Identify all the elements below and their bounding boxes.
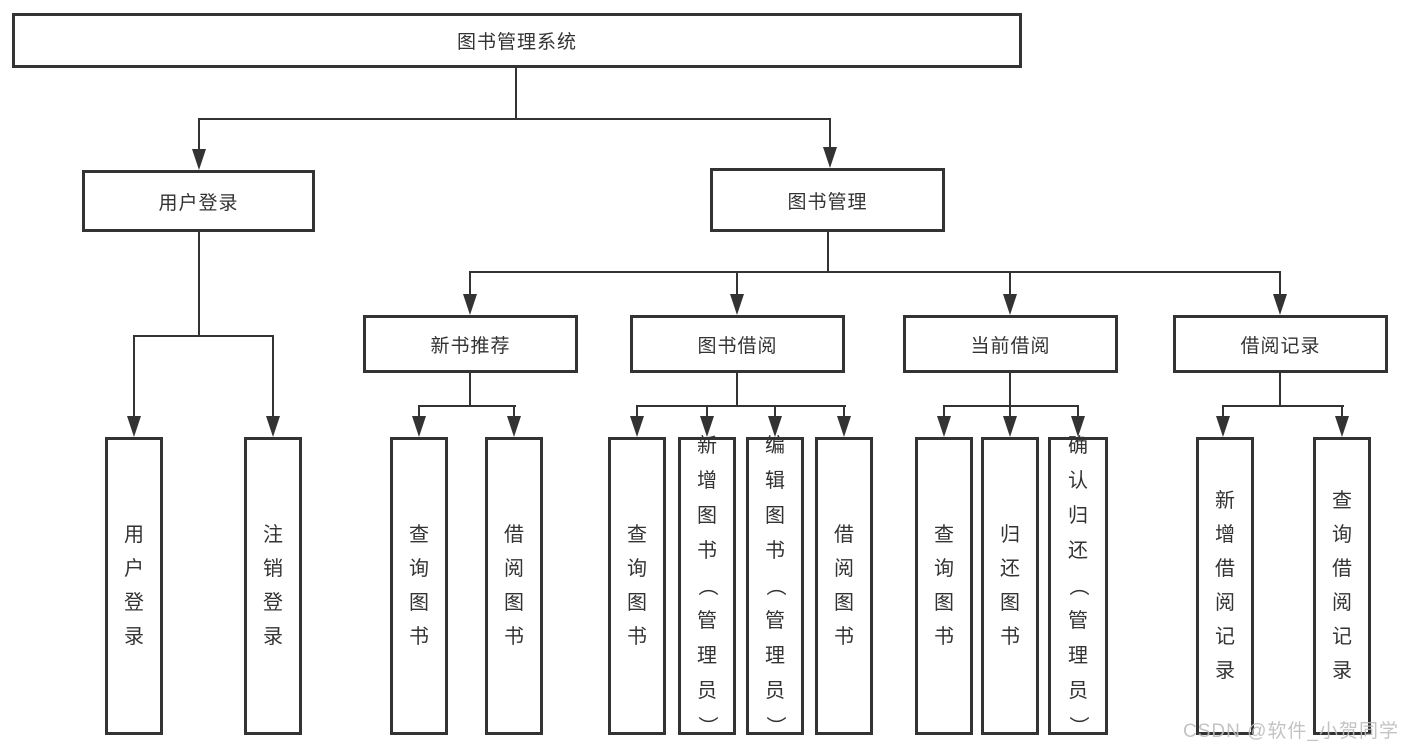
leaf-add-borrow-record: 新增借阅记录	[1196, 437, 1254, 735]
connector-line	[418, 405, 516, 407]
csdn-watermark: CSDN @软件_小贺同学	[1183, 721, 1399, 742]
node-root: 图书管理系统	[12, 13, 1022, 68]
connector-line	[636, 405, 638, 417]
node-root-label: 图书管理系统	[456, 32, 577, 53]
leaf-logout-label: 注销登录	[263, 524, 283, 648]
arrow-head	[266, 416, 280, 437]
connector-line	[198, 118, 200, 150]
leaf-return-book-label: 归还图书	[1000, 524, 1020, 648]
node-new-book-recommend: 新书推荐	[363, 315, 578, 373]
arrow-head	[1335, 416, 1349, 437]
leaf-query-book-2-label: 查询图书	[627, 524, 647, 648]
leaf-borrow-book-2-label: 借阅图书	[834, 524, 854, 648]
connector-line	[515, 68, 517, 119]
leaf-add-book-admin-label: 新增图书（管理员）	[696, 435, 718, 736]
node-book-borrow: 图书借阅	[630, 315, 845, 373]
arrow-head	[630, 416, 644, 437]
arrow-head	[192, 149, 206, 170]
connector-line	[469, 373, 471, 406]
leaf-query-book-2: 查询图书	[608, 437, 666, 735]
connector-line	[827, 232, 829, 272]
leaf-confirm-return-admin-label: 确认归还（管理员）	[1067, 435, 1089, 736]
leaf-borrow-book-1: 借阅图书	[485, 437, 543, 735]
node-book-management: 图书管理	[710, 168, 945, 232]
arrow-head	[1071, 416, 1085, 437]
connector-line	[843, 405, 845, 417]
connector-line	[1077, 405, 1079, 417]
connector-line	[1009, 373, 1011, 406]
node-book-management-label: 图书管理	[787, 191, 868, 213]
leaf-query-borrow-record-label: 查询借阅记录	[1332, 490, 1352, 682]
arrow-head	[127, 416, 141, 437]
node-new-book-recommend-label: 新书推荐	[430, 335, 511, 357]
node-user-login: 用户登录	[82, 170, 315, 232]
leaf-user-login: 用户登录	[105, 437, 163, 735]
connector-line	[513, 405, 515, 417]
node-current-borrow: 当前借阅	[903, 315, 1118, 373]
leaf-query-borrow-record: 查询借阅记录	[1313, 437, 1371, 735]
arrow-head	[463, 294, 477, 315]
connector-line	[1279, 373, 1281, 406]
connector-line	[469, 271, 471, 295]
arrow-head	[837, 416, 851, 437]
arrow-head	[412, 416, 426, 437]
connector-line	[133, 335, 274, 337]
connector-line	[943, 405, 945, 417]
arrow-head	[823, 147, 837, 168]
connector-line	[133, 335, 135, 416]
arrow-head	[1003, 294, 1017, 315]
arrow-head	[507, 416, 521, 437]
leaf-add-book-admin: 新增图书（管理员）	[678, 435, 736, 736]
arrow-head	[730, 294, 744, 315]
leaf-add-borrow-record-label: 新增借阅记录	[1215, 490, 1235, 682]
arrow-head	[937, 416, 951, 437]
leaf-query-book-1: 查询图书	[390, 437, 448, 735]
leaf-confirm-return-admin: 确认归还（管理员）	[1048, 435, 1108, 736]
leaf-edit-book-admin-label: 编辑图书（管理员）	[764, 435, 786, 736]
connector-line	[1222, 405, 1224, 417]
arrow-head	[768, 416, 782, 437]
connector-line	[1341, 405, 1343, 417]
leaf-return-book: 归还图书	[981, 437, 1039, 735]
leaf-borrow-book-1-label: 借阅图书	[504, 524, 524, 648]
arrow-head	[1003, 416, 1017, 437]
connector-line	[774, 405, 776, 417]
connector-line	[1009, 271, 1011, 295]
leaf-query-book-1-label: 查询图书	[409, 524, 429, 648]
connector-line	[636, 405, 846, 407]
arrow-head	[700, 416, 714, 437]
connector-line	[1279, 271, 1281, 295]
connector-line	[198, 232, 200, 335]
leaf-user-login-label: 用户登录	[124, 524, 144, 648]
connector-line	[829, 118, 831, 148]
leaf-query-book-3: 查询图书	[915, 437, 973, 735]
node-borrow-record: 借阅记录	[1173, 315, 1388, 373]
leaf-logout: 注销登录	[244, 437, 302, 735]
node-current-borrow-label: 当前借阅	[970, 335, 1051, 357]
connector-line	[736, 373, 738, 406]
connector-line	[736, 271, 738, 295]
leaf-borrow-book-2: 借阅图书	[815, 437, 873, 735]
node-user-login-label: 用户登录	[158, 192, 239, 214]
connector-line	[943, 405, 1079, 407]
connector-line	[272, 335, 274, 416]
connector-line	[198, 118, 831, 120]
leaf-query-book-3-label: 查询图书	[934, 524, 954, 648]
connector-line	[706, 405, 708, 417]
arrow-head	[1216, 416, 1230, 437]
connector-line	[469, 271, 1281, 273]
leaf-edit-book-admin: 编辑图书（管理员）	[746, 435, 804, 736]
connector-line	[1222, 405, 1344, 407]
node-borrow-record-label: 借阅记录	[1240, 335, 1321, 357]
node-book-borrow-label: 图书借阅	[697, 335, 778, 357]
arrow-head	[1273, 294, 1287, 315]
connector-line	[1009, 405, 1011, 417]
connector-line	[418, 405, 420, 417]
